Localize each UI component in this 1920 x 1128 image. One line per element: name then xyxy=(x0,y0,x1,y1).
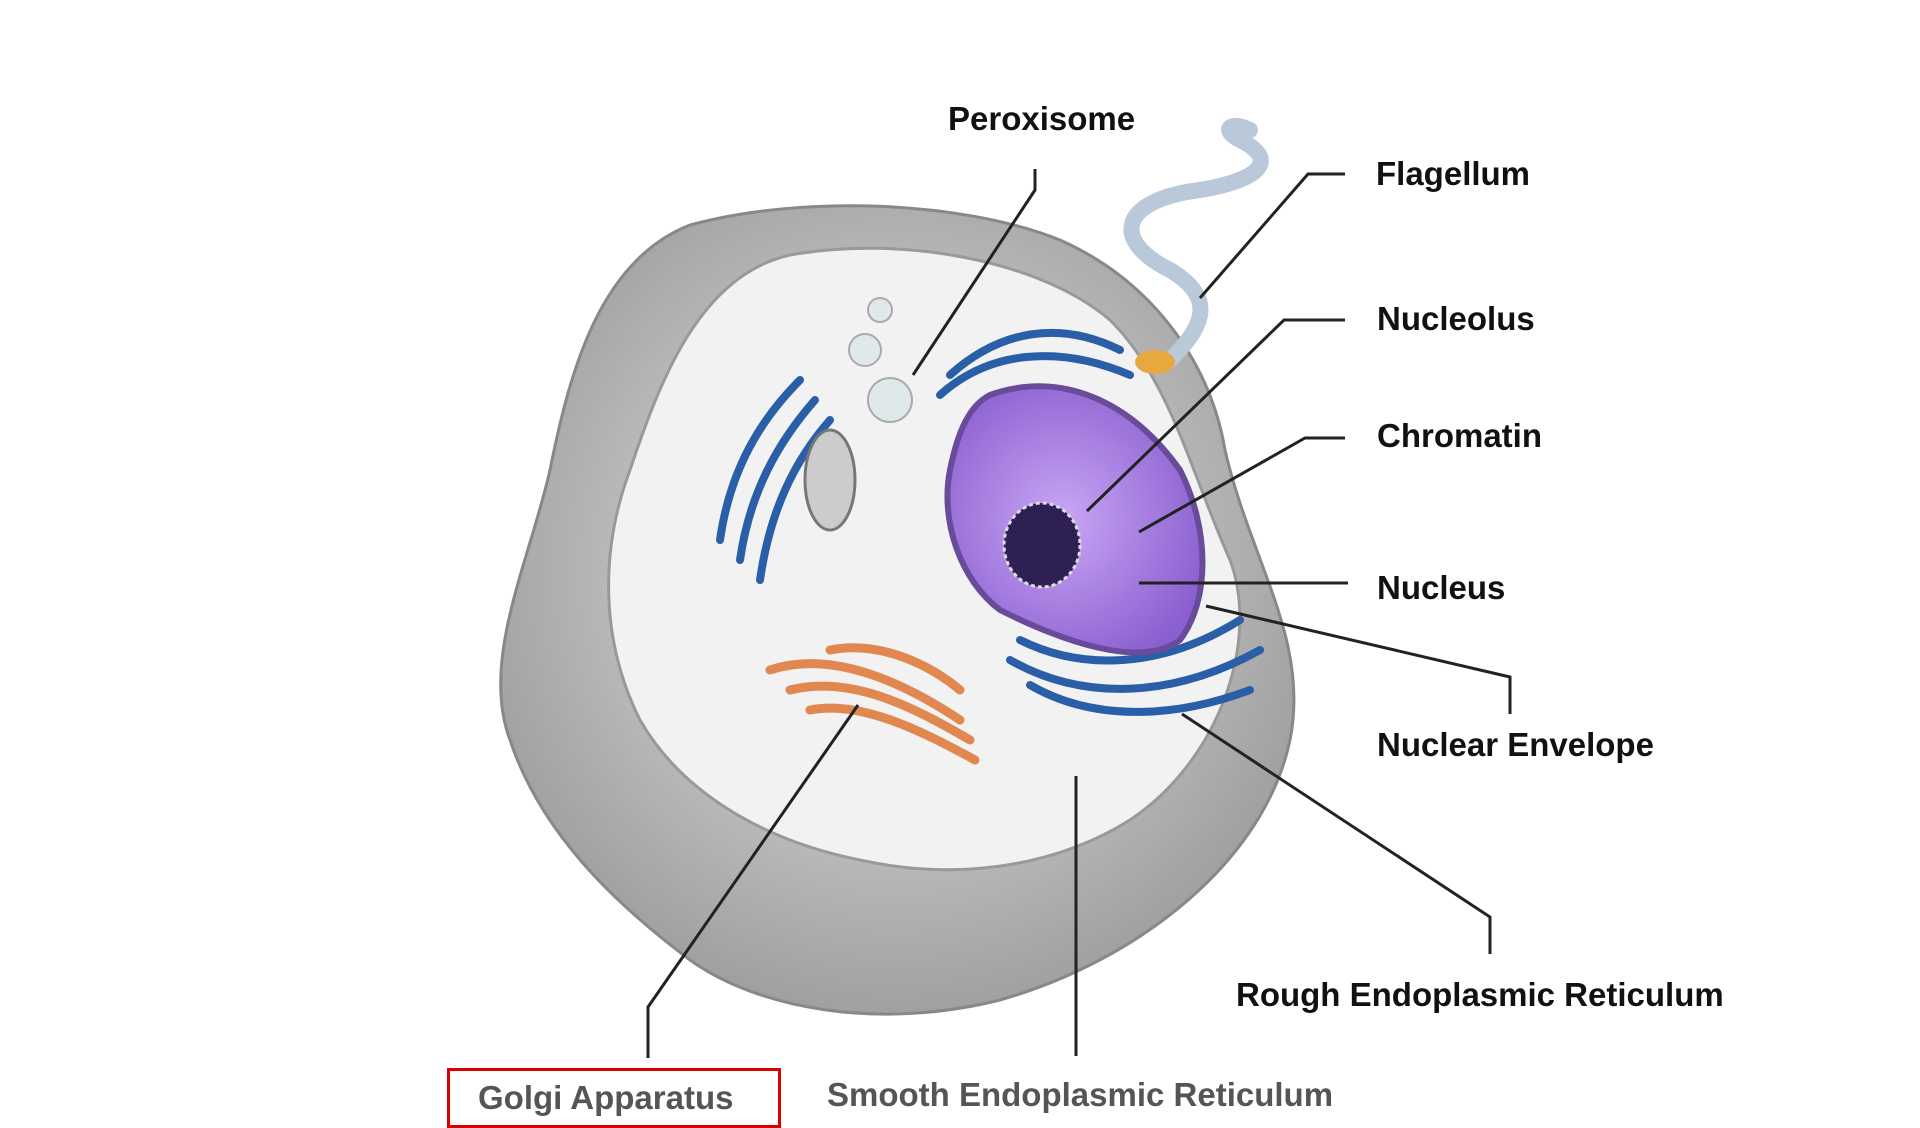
golgi-highlight-box: Golgi Apparatus xyxy=(447,1068,781,1128)
label-nucleolus: Nucleolus xyxy=(1377,300,1535,337)
mitochondrion xyxy=(803,428,857,532)
label-golgi: Golgi Apparatus xyxy=(478,1079,734,1116)
nucleus xyxy=(944,383,1206,656)
vesicles xyxy=(848,297,913,423)
label-peroxisome: Peroxisome xyxy=(948,100,1136,137)
nucleolus xyxy=(1002,501,1082,589)
label-nucleus: Nucleus xyxy=(1377,569,1506,606)
cell-illustration xyxy=(499,117,1512,1058)
label-smooth-er: Smooth Endoplasmic Reticulum xyxy=(827,1076,1334,1113)
golgi-apparatus xyxy=(765,643,980,765)
label-flagellum: Flagellum xyxy=(1376,155,1531,192)
label-chromatin: Chromatin xyxy=(1377,417,1542,454)
flagellum xyxy=(1123,117,1269,374)
label-rough-er: Rough Endoplasmic Reticulum xyxy=(1236,976,1724,1013)
label-nuclear-envelope: Nuclear Envelope xyxy=(1377,726,1654,763)
leader-lines xyxy=(646,169,1512,1058)
